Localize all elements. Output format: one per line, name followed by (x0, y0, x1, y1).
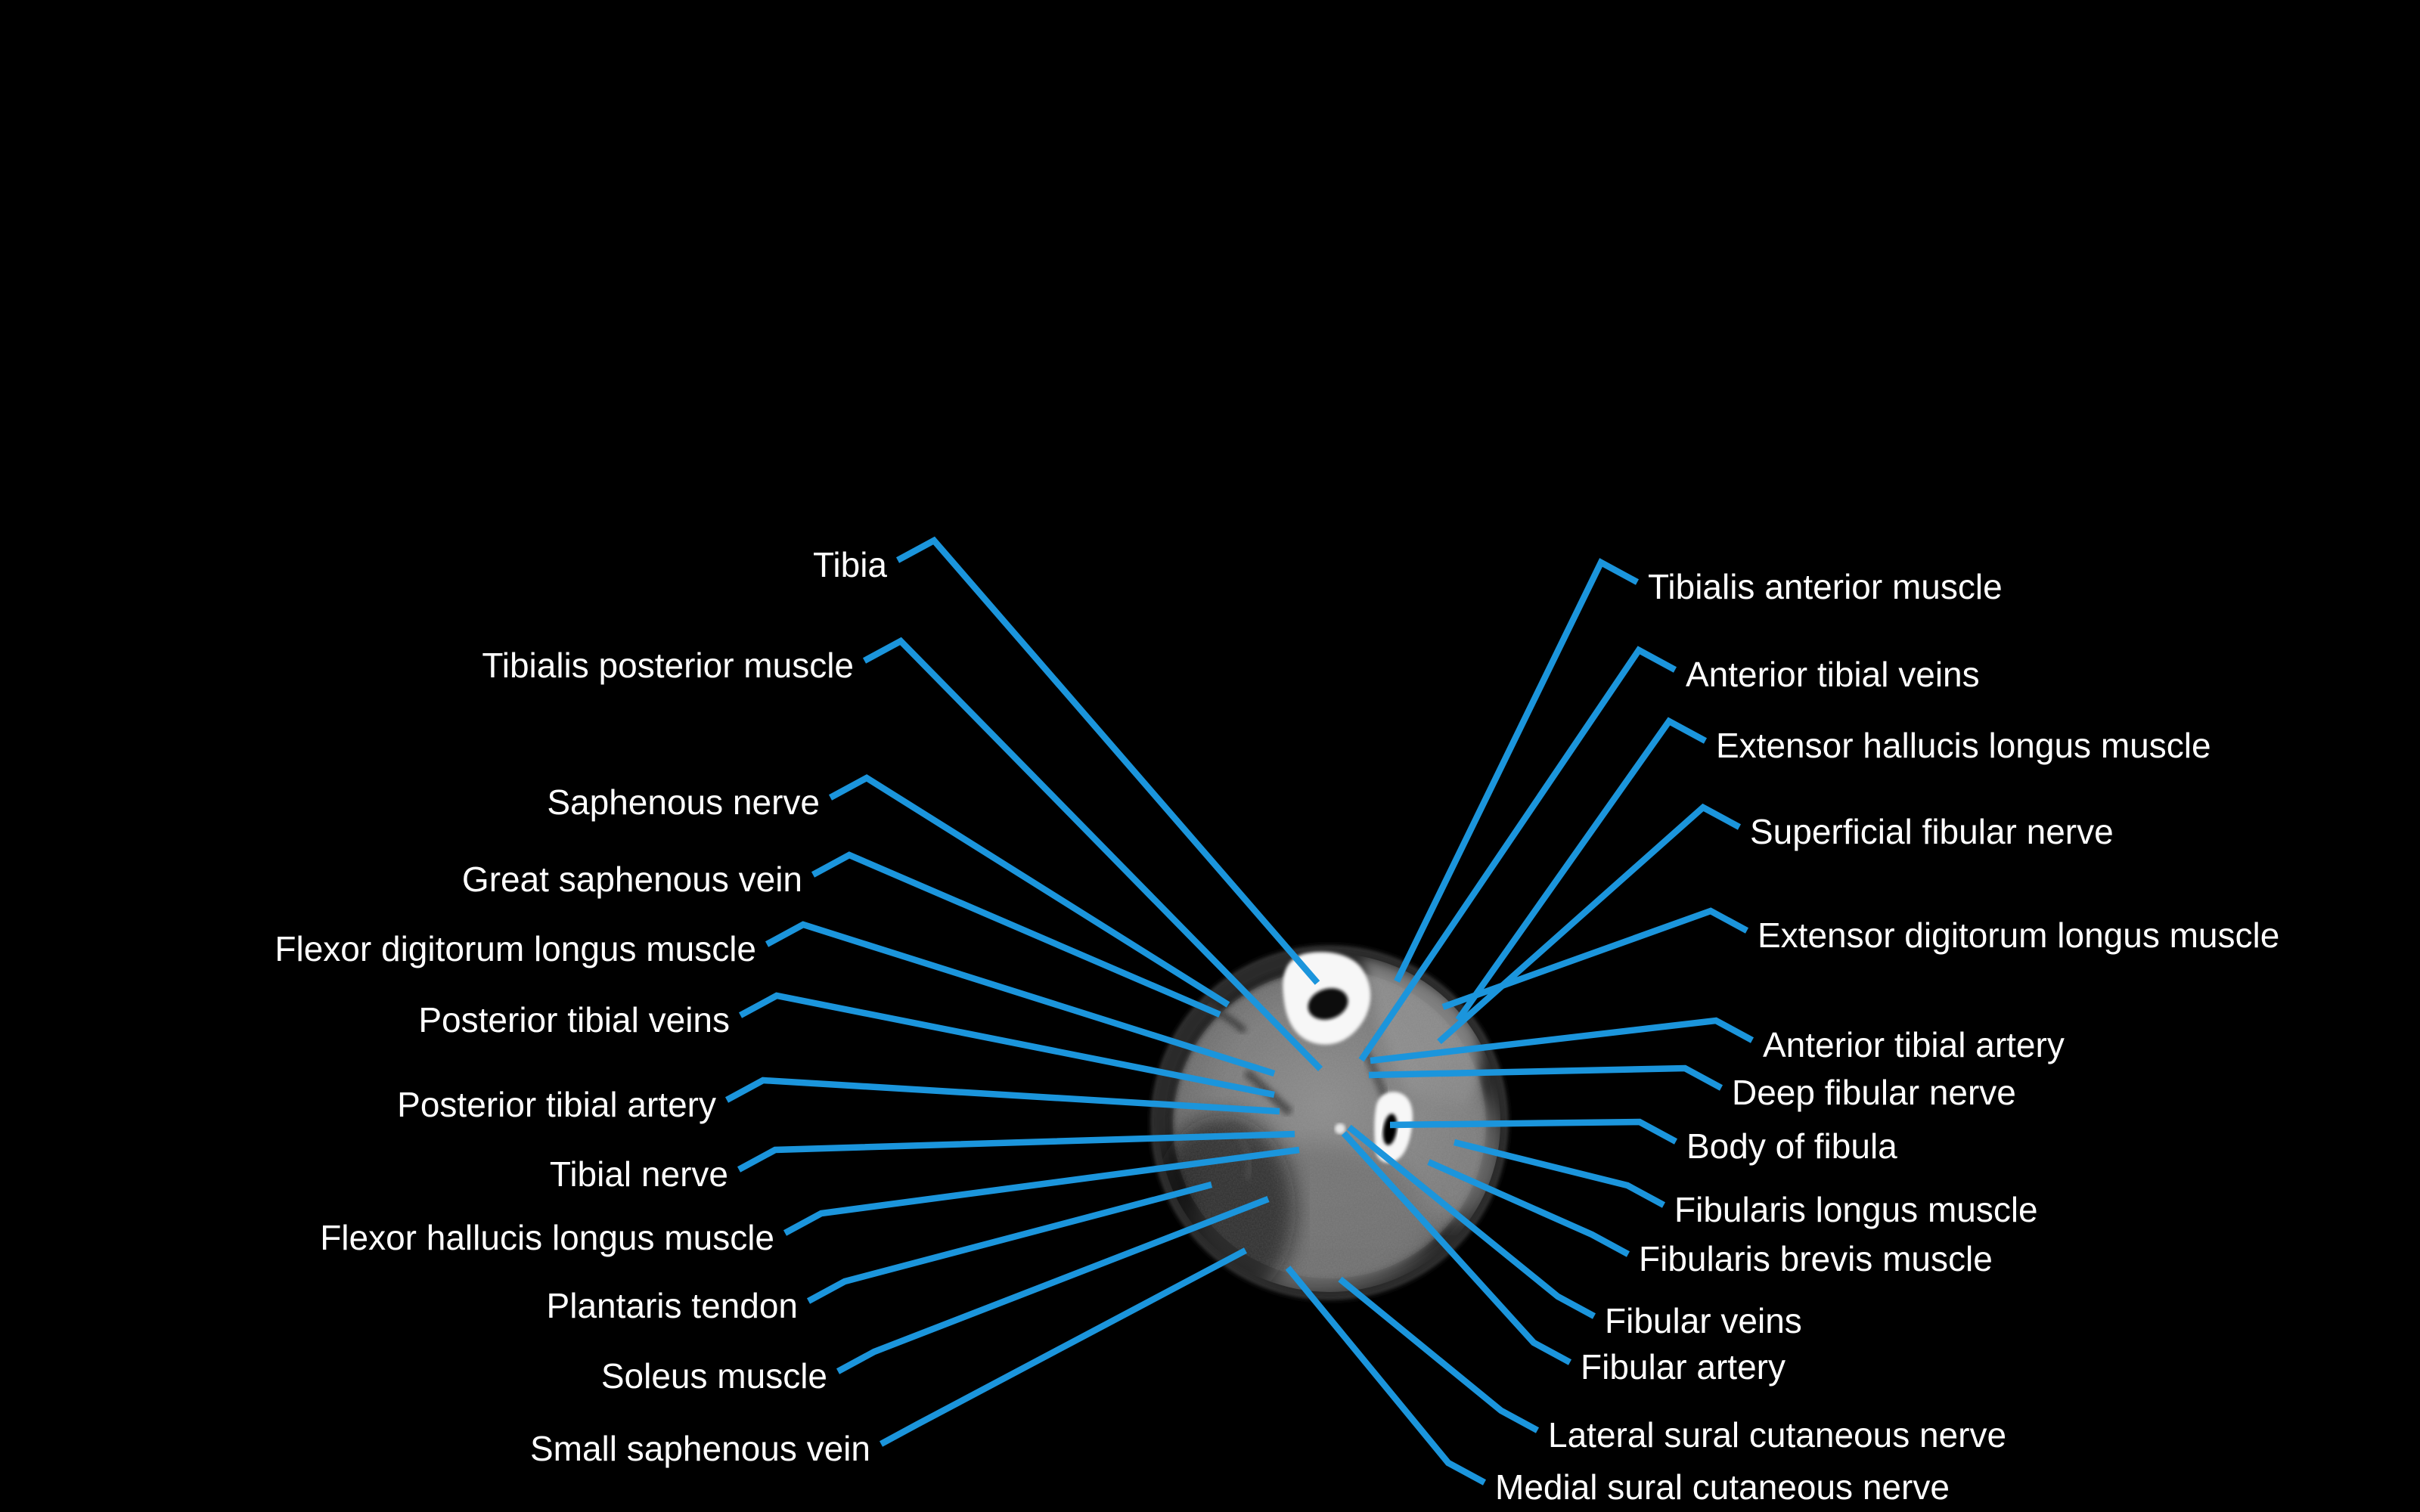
leader-line-deep-fibular-nerve (1368, 1064, 1723, 1091)
leader-lines-layer (724, 536, 1754, 1486)
label-deep-fibular-nerve: Deep fibular nerve (1732, 1073, 2016, 1112)
label-fibularis-longus-muscle: Fibularis longus muscle (1674, 1190, 2038, 1229)
leader-line-flexor-digitorum-longus-muscle (765, 921, 1276, 1077)
label-body-of-fibula: Body of fibula (1686, 1126, 1897, 1166)
tibia-marrow (1308, 988, 1348, 1020)
leader-line-tibialis-posterior-muscle (862, 637, 1323, 1071)
leader-line-anterior-tibial-veins (1358, 646, 1677, 1062)
label-small-saphenous-vein: Small saphenous vein (530, 1429, 870, 1468)
label-flexor-hallucis-longus-muscle: Flexor hallucis longus muscle (320, 1218, 774, 1257)
label-posterior-tibial-veins: Posterior tibial veins (418, 1000, 730, 1040)
leader-line-posterior-tibial-veins (738, 992, 1275, 1098)
label-extensor-digitorum-longus-muscle: Extensor digitorum longus muscle (1758, 916, 2279, 955)
leader-line-superficial-fibular-nerve (1437, 803, 1742, 1045)
leader-line-fibularis-brevis-muscle (1427, 1159, 1630, 1257)
leader-line-flexor-hallucis-longus-muscle (783, 1146, 1300, 1236)
label-tibialis-posterior-muscle: Tibialis posterior muscle (482, 646, 854, 685)
leader-line-fibular-artery (1341, 1131, 1572, 1365)
leader-line-lateral-sural-cutaneous-nerve (1338, 1276, 1540, 1433)
leader-line-fibularis-longus-muscle (1453, 1139, 1666, 1208)
label-flexor-digitorum-longus-muscle: Flexor digitorum longus muscle (275, 929, 756, 968)
vessel-highlight (1335, 1123, 1345, 1134)
label-anterior-tibial-veins: Anterior tibial veins (1686, 655, 1980, 694)
leader-line-fibular-veins (1347, 1124, 1596, 1319)
leader-line-tibial-nerve (737, 1130, 1295, 1173)
label-superficial-fibular-nerve: Superficial fibular nerve (1750, 812, 2114, 851)
label-plantaris-tendon: Plantaris tendon (547, 1286, 798, 1325)
label-anterior-tibial-artery: Anterior tibial artery (1763, 1025, 2065, 1064)
leader-line-tibia (895, 536, 1320, 985)
fibula-marrow (1382, 1114, 1398, 1145)
leader-line-plantaris-tendon (806, 1181, 1213, 1304)
leader-line-tibialis-anterior-muscle (1394, 558, 1640, 983)
label-extensor-hallucis-longus-muscle: Extensor hallucis longus muscle (1716, 726, 2211, 765)
leader-line-posterior-tibial-artery (724, 1077, 1280, 1115)
leader-line-anterior-tibial-artery (1370, 1017, 1754, 1064)
leader-line-body-of-fibula (1389, 1118, 1678, 1145)
label-fibularis-brevis-muscle: Fibularis brevis muscle (1639, 1239, 1993, 1278)
label-great-saphenous-vein: Great saphenous vein (462, 860, 802, 899)
label-tibia: Tibia (813, 545, 887, 584)
label-soleus-muscle: Soleus muscle (601, 1356, 827, 1396)
leader-line-saphenous-nerve (828, 774, 1230, 1008)
leader-line-medial-sural-cutaneous-nerve (1285, 1266, 1487, 1486)
leader-line-extensor-hallucis-longus-muscle (1455, 717, 1708, 1022)
label-tibialis-anterior-muscle: Tibialis anterior muscle (1648, 567, 2003, 606)
label-medial-sural-cutaneous-nerve: Medial sural cutaneous nerve (1495, 1467, 1950, 1507)
leader-line-extensor-digitorum-longus-muscle (1441, 907, 1749, 1011)
label-fibular-veins: Fibular veins (1605, 1301, 1802, 1340)
label-tibial-nerve: Tibial nerve (550, 1154, 728, 1194)
label-saphenous-nerve: Saphenous nerve (547, 782, 820, 822)
leader-line-soleus-muscle (836, 1196, 1270, 1374)
label-lateral-sural-cutaneous-nerve: Lateral sural cutaneous nerve (1548, 1415, 2006, 1455)
label-fibular-artery: Fibular artery (1581, 1347, 1786, 1387)
leader-line-great-saphenous-vein (811, 851, 1221, 1018)
leader-line-small-saphenous-vein (879, 1247, 1247, 1447)
label-posterior-tibial-artery: Posterior tibial artery (397, 1085, 716, 1124)
